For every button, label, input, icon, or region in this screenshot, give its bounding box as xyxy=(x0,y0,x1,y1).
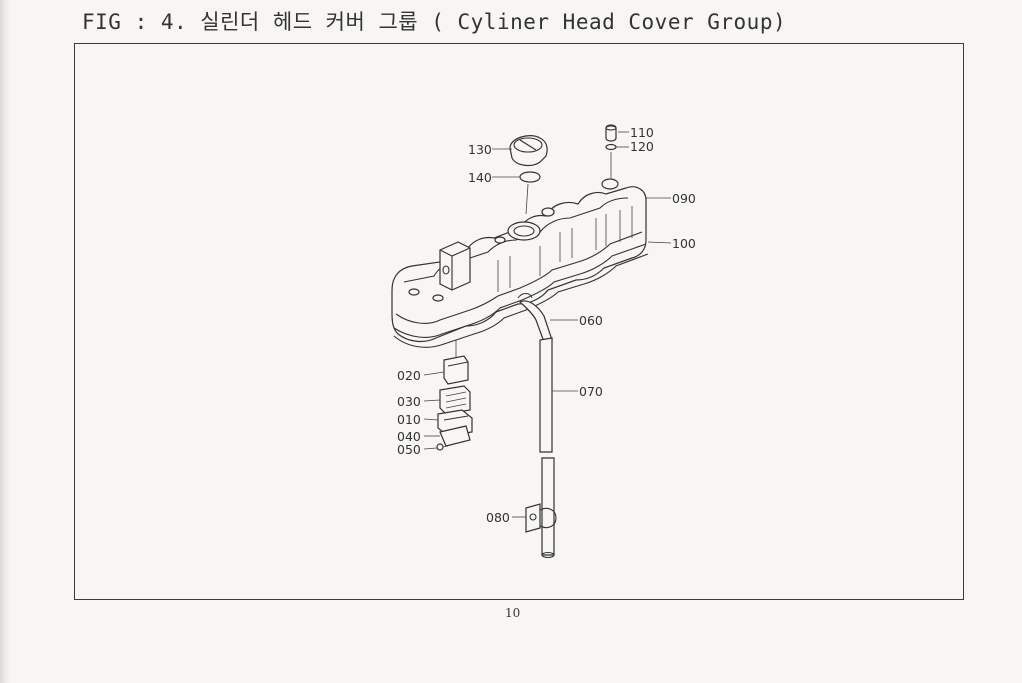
callout-090: 090 xyxy=(672,191,696,206)
callout-060: 060 xyxy=(579,313,603,328)
callout-080: 080 xyxy=(486,510,510,525)
callout-040: 040 xyxy=(397,429,421,444)
leader-lines xyxy=(423,131,672,518)
callout-030: 030 xyxy=(397,394,421,409)
cylinder-head-cover-090 xyxy=(391,178,649,348)
page-edge-shadow xyxy=(0,0,10,683)
callout-labels: 130 110 120 140 090 100 060 020 070 030 … xyxy=(397,125,696,525)
callout-130: 130 xyxy=(468,142,492,157)
washer-120 xyxy=(605,143,617,151)
callout-100: 100 xyxy=(672,236,696,251)
diagram-frame xyxy=(74,43,964,600)
callout-070: 070 xyxy=(579,384,603,399)
pipe-clamp-080 xyxy=(525,503,557,533)
cap-nut-110 xyxy=(605,124,617,142)
figure-title: FIG : 4. 실린더 헤드 커버 그룹 ( Cyliner Head Cov… xyxy=(82,10,787,34)
callout-050: 050 xyxy=(397,442,421,457)
callout-110: 110 xyxy=(630,125,654,140)
breather-hose-060 xyxy=(518,300,553,343)
part-040 xyxy=(439,425,471,447)
callout-140: 140 xyxy=(468,170,492,185)
part-050 xyxy=(436,443,444,451)
breather-valve-assembly xyxy=(436,340,473,451)
part-020 xyxy=(443,355,469,385)
callout-010: 010 xyxy=(397,412,421,427)
o-ring-140 xyxy=(519,171,541,183)
oil-filler-cap-130 xyxy=(509,135,548,167)
callout-020: 020 xyxy=(397,368,421,383)
breather-pipe-070 xyxy=(539,337,555,559)
callout-120: 120 xyxy=(630,139,654,154)
page-number: 10 xyxy=(505,606,521,620)
